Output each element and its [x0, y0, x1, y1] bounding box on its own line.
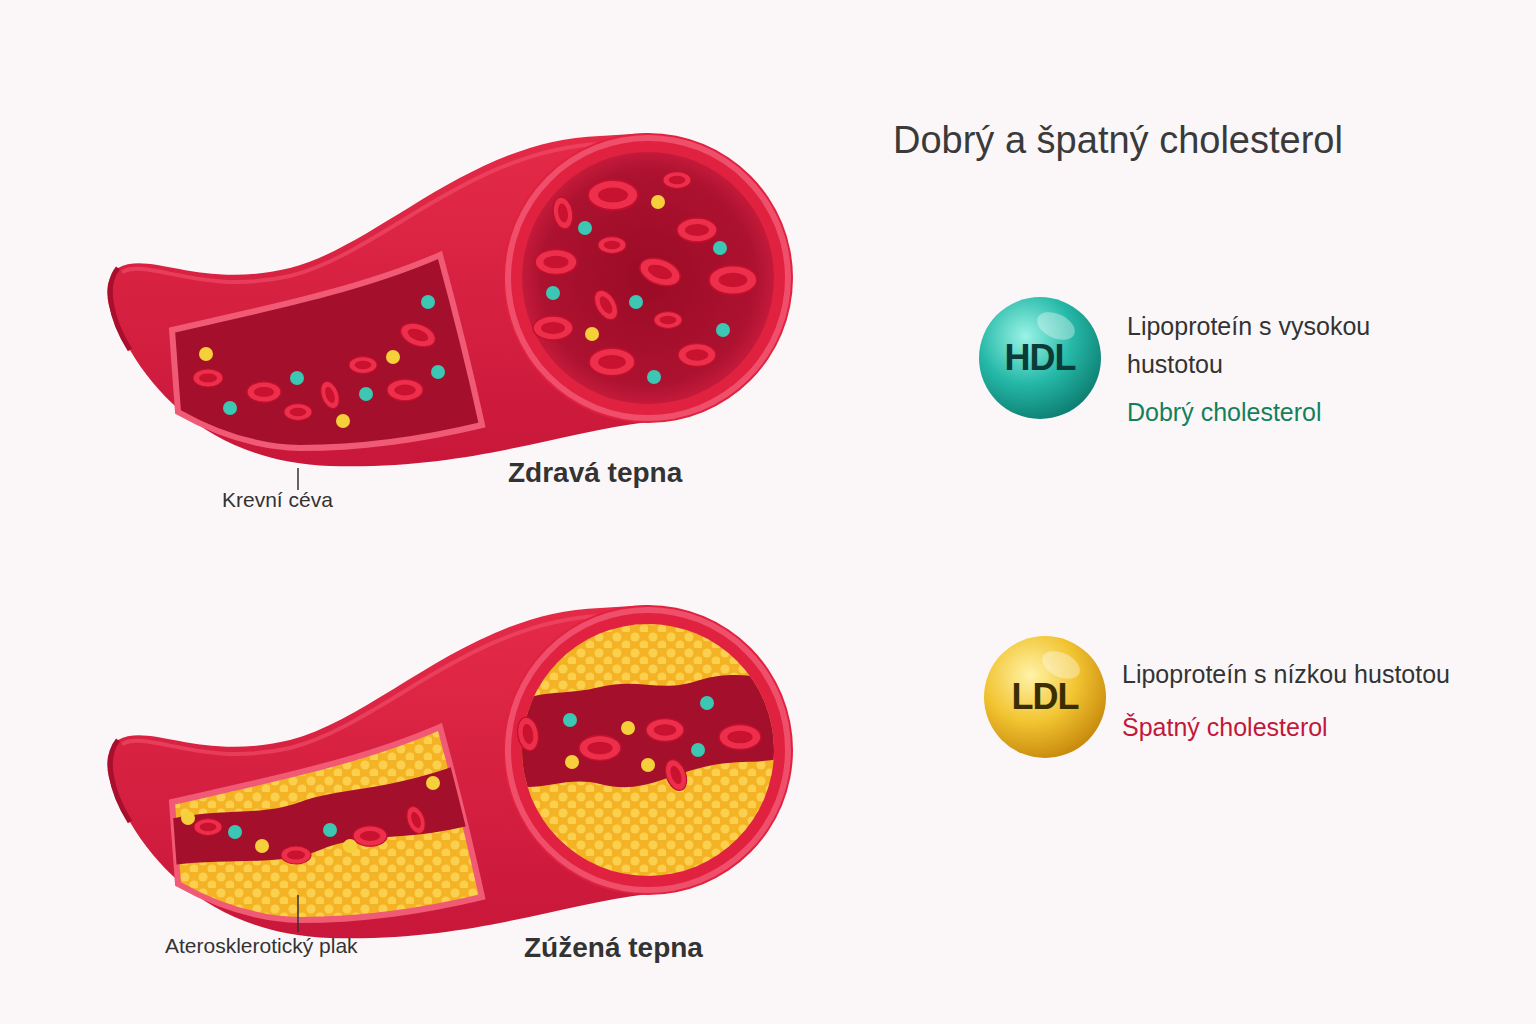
ldl-particle — [585, 327, 599, 341]
particle-label: HDL — [1005, 337, 1076, 379]
red-blood-cell — [662, 757, 691, 794]
particle-circle: LDL — [983, 635, 1107, 759]
label-text: Špatný cholesterol — [1122, 709, 1328, 747]
hdl-particle — [716, 323, 730, 337]
red-blood-cell — [588, 180, 638, 210]
hdl-particle — [290, 371, 304, 385]
red-blood-cell — [535, 249, 577, 274]
red-blood-cell — [678, 344, 716, 367]
red-blood-cell — [193, 369, 223, 387]
hdl-particle — [700, 696, 714, 710]
blood-cells — [193, 172, 757, 428]
red-blood-cell — [677, 218, 717, 242]
ldl-particle — [426, 776, 440, 790]
ldl-particle — [651, 195, 665, 209]
red-blood-cell — [598, 237, 626, 254]
leader-line — [297, 895, 299, 932]
ldl-particle — [255, 839, 269, 853]
red-blood-cell — [551, 196, 575, 231]
label-text: Aterosklerotický plak — [165, 930, 358, 962]
label-text: Zúžená tepna — [524, 927, 703, 969]
hdl-particle — [629, 295, 643, 309]
leader-line — [297, 468, 299, 490]
particle-ball — [984, 636, 1106, 758]
hdl-particle — [359, 387, 373, 401]
hdl-particle — [713, 241, 727, 255]
ldl-particle — [199, 347, 213, 361]
red-blood-cell — [636, 253, 684, 291]
ldl-particle — [181, 811, 195, 825]
ldl-particle — [386, 350, 400, 364]
red-blood-cell — [194, 819, 222, 836]
hdl-particle — [647, 370, 661, 384]
particle-ball — [979, 297, 1101, 419]
hdl-particle — [421, 295, 435, 309]
label-text: Zdravá tepna — [508, 452, 682, 494]
red-blood-cell — [284, 404, 312, 421]
blood-cells — [181, 696, 761, 864]
narrowed-artery — [107, 605, 795, 938]
hdl-particle — [691, 743, 705, 757]
ldl-particle — [343, 839, 357, 853]
red-blood-cell — [387, 379, 423, 401]
label-text: Dobrý cholesterol — [1127, 394, 1322, 432]
particle-circle: HDL — [978, 296, 1102, 420]
vessel-wall — [107, 133, 793, 466]
red-blood-cell — [590, 286, 623, 323]
hdl-particle — [323, 823, 337, 837]
hdl-particle — [563, 713, 577, 727]
hdl-particle — [578, 221, 592, 235]
red-blood-cell — [281, 846, 311, 864]
hdl-particle — [431, 365, 445, 379]
red-blood-cell — [515, 715, 541, 752]
red-blood-cell — [317, 379, 342, 411]
red-blood-cell — [349, 357, 377, 374]
vessel-lumen — [522, 152, 774, 404]
ldl-particle — [621, 721, 635, 735]
narrowed-channel — [165, 760, 475, 866]
hdl-particle — [546, 286, 560, 300]
vessel-cutaway — [172, 255, 482, 448]
vessel-wall — [107, 605, 793, 938]
ldl-particle — [565, 755, 579, 769]
label-text: Lipoproteín s nízkou hustotou — [1122, 656, 1450, 694]
red-blood-cell — [353, 826, 387, 846]
red-blood-cell — [589, 348, 635, 376]
red-blood-cell — [719, 724, 761, 749]
ldl-particle — [641, 758, 655, 772]
ldl-particle — [336, 414, 350, 428]
diagram-title: Dobrý a špatný cholesterol — [893, 112, 1343, 169]
hdl-particle — [223, 401, 237, 415]
red-blood-cell — [533, 316, 573, 340]
label-text: Lipoproteín s vysokou hustotou — [1127, 308, 1419, 383]
healthy-artery — [107, 133, 793, 490]
red-blood-cell — [654, 312, 682, 329]
particle-label: LDL — [1012, 676, 1079, 718]
red-blood-cell — [646, 719, 684, 742]
red-blood-cell — [403, 804, 428, 836]
red-blood-cell — [579, 735, 621, 760]
red-blood-cell — [247, 382, 281, 402]
hdl-particle — [228, 825, 242, 839]
red-blood-cell — [397, 319, 438, 352]
red-blood-cell — [709, 266, 757, 295]
narrowed-channel — [505, 675, 795, 787]
red-blood-cell — [663, 172, 691, 189]
label-text: Krevní céva — [222, 484, 333, 516]
